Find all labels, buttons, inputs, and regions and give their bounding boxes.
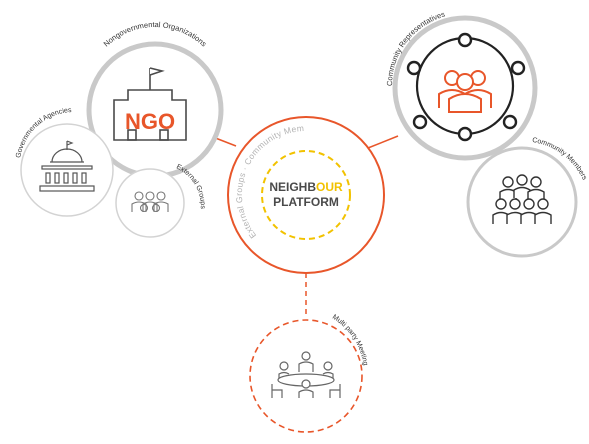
node-meeting: Multi party Meeting <box>249 314 369 433</box>
center-title-line2: PLATFORM <box>273 195 339 209</box>
center-dashed-ring <box>261 150 351 240</box>
title-part-our: OUR <box>316 180 343 194</box>
meeting-table-icon <box>271 351 341 398</box>
members-ring <box>466 146 578 258</box>
node-ngo: Nongovernmental Organizations NGO <box>86 20 224 179</box>
title-part-neighb: NEIGHB <box>269 180 316 194</box>
government-capitol-icon <box>39 140 95 192</box>
external-ring <box>115 168 185 238</box>
center-outer-ring <box>227 116 385 274</box>
center-title-line1: NEIGHBOUR <box>269 180 343 194</box>
node-external-groups: External Groups <box>115 163 206 238</box>
connector-community-representatives <box>367 135 399 149</box>
members-crowd-icon <box>492 174 552 224</box>
external-group-icon <box>131 191 169 213</box>
ngo-building-icon <box>113 67 187 141</box>
government-ring <box>20 123 114 217</box>
representatives-network-icon <box>406 32 526 142</box>
representatives-people-icon <box>438 70 492 113</box>
node-community-representatives: Community Representatives <box>385 10 538 161</box>
ngo-badge-text: NGO <box>125 109 175 134</box>
